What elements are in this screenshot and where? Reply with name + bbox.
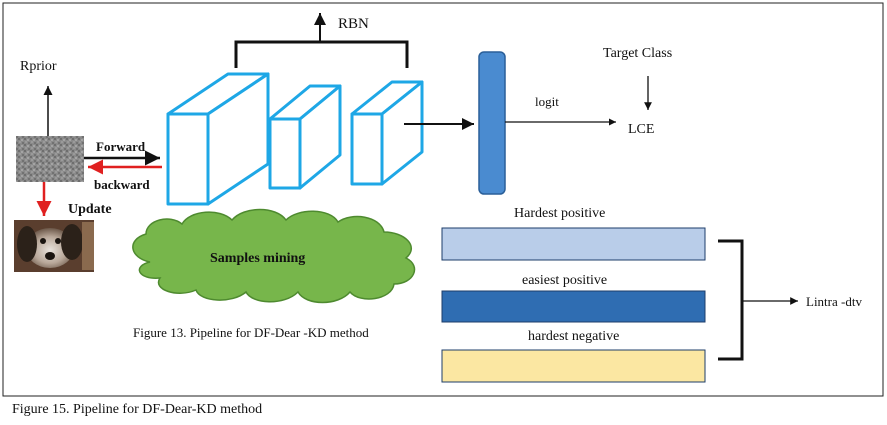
inner-caption: Figure 13. Pipeline for DF-Dear -KD meth… — [133, 325, 369, 340]
rbn-bracket — [234, 13, 409, 68]
dog-image — [14, 220, 94, 272]
easiest-positive-bar — [441, 290, 706, 323]
hardest-positive-label: Hardest positive — [514, 206, 605, 221]
hardest-negative-label: hardest negative — [528, 329, 619, 344]
target-class-label: Target Class — [603, 46, 672, 61]
logit-bar — [478, 51, 506, 195]
rprior-label: Rprior — [20, 59, 57, 74]
triplet-bracket — [718, 239, 744, 361]
noise-image — [16, 136, 84, 182]
update-label: Update — [68, 202, 112, 217]
network-block-1 — [166, 72, 270, 206]
hardest-negative-bar — [441, 349, 706, 383]
samples-mining-label: Samples mining — [210, 251, 305, 266]
lce-label: LCE — [628, 122, 654, 137]
samples-mining-cloud — [132, 208, 416, 304]
network-block-2 — [268, 84, 342, 190]
pipeline-diagram: RBN Rprior Forward backward Update — [2, 2, 884, 397]
rbn-label: RBN — [338, 16, 369, 32]
hardest-positive-bar — [441, 227, 706, 261]
figure-frame — [2, 2, 884, 397]
figure-caption: Figure 15. Pipeline for DF-Dear-KD metho… — [12, 402, 263, 417]
logit-label: logit — [535, 94, 559, 109]
network-block-3 — [350, 80, 424, 186]
backward-label: backward — [94, 177, 150, 192]
lintra-label: Lintra -dtv — [806, 294, 862, 309]
easiest-positive-label: easiest positive — [522, 273, 607, 288]
forward-label: Forward — [96, 139, 146, 154]
